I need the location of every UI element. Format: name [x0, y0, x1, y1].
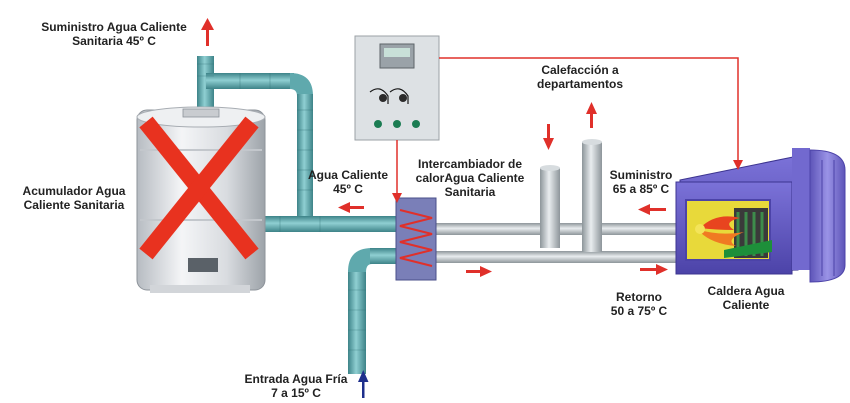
flow-arrows	[201, 18, 668, 277]
down-arrow-icon	[733, 160, 743, 170]
heat-exchanger	[395, 197, 437, 281]
heating-pipes	[432, 139, 684, 263]
up-arrow-icon	[586, 102, 597, 128]
return-label: Retorno 50 a 75º C	[610, 290, 668, 318]
right-arrow-icon	[640, 264, 668, 275]
heating-riser-right	[582, 142, 602, 252]
heat-exchanger-label: Intercambiador de calorAgua Caliente San…	[415, 157, 525, 199]
heating-label: Calefacción a departamentos	[536, 63, 624, 91]
down-arrow-icon	[543, 124, 554, 150]
down-arrow-icon	[392, 193, 402, 203]
dhw-supply-label: Suministro Agua Caliente Sanitaria 45º C	[41, 20, 187, 48]
boiler-label: Caldera Agua Caliente	[707, 284, 785, 312]
storage-tank-label: Acumulador Agua Caliente Sanitaria	[22, 184, 126, 212]
panel-light-2	[393, 120, 401, 128]
supply-label: Suministro 65 a 85º C	[609, 168, 673, 196]
panel-light-3	[412, 120, 420, 128]
boiler	[675, 148, 846, 283]
cold-inlet-label: Entrada Agua Fría 7 a 15º C	[244, 372, 348, 400]
cross-mark-icon	[139, 116, 259, 260]
boiler-burner	[809, 149, 846, 283]
hot-water-label: Agua Caliente 45º C	[307, 168, 388, 196]
cold-inlet-pipe	[348, 270, 366, 374]
control-panel	[354, 35, 440, 141]
return-pipe	[432, 251, 684, 263]
left-arrow-icon	[638, 204, 666, 215]
panel-light-1	[374, 120, 382, 128]
up-arrow-icon	[201, 18, 214, 46]
flame-icon	[695, 216, 744, 246]
left-arrow-icon	[338, 202, 364, 213]
heating-riser-left	[540, 168, 560, 248]
up-arrow-icon	[358, 370, 369, 398]
control-wires	[396, 57, 739, 196]
right-arrow-icon	[466, 266, 492, 277]
tank-plate	[188, 258, 218, 272]
hot-water-pipe	[262, 216, 398, 232]
